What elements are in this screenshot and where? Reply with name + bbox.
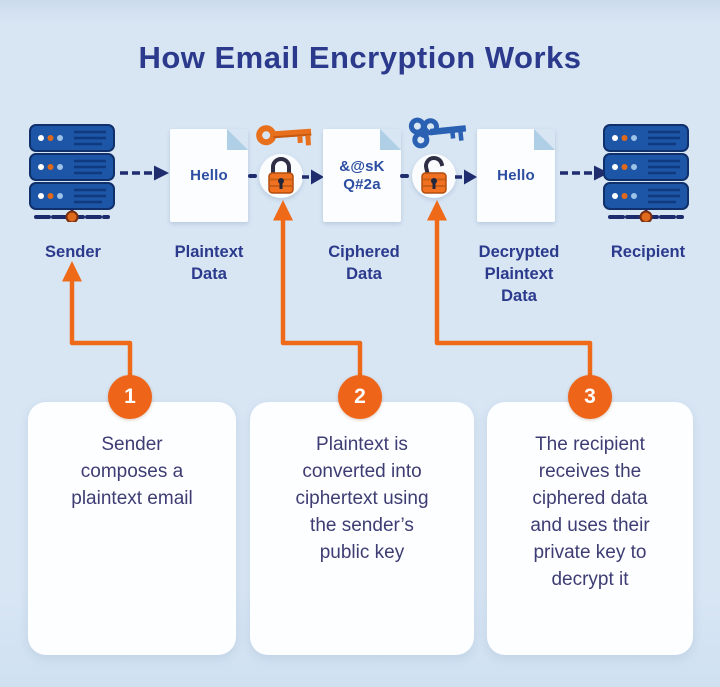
step2-number-badge: 2 [338,375,382,419]
public-key-icon [256,125,312,146]
ciphered-document: &@sK Q#2a [323,129,401,222]
step3-card: The recipient receives the ciphered data… [487,402,693,655]
flow-arrow-right-icon [302,169,324,185]
label-ciphered: Ciphered Data [328,243,400,283]
private-key-icon [408,117,467,149]
ciphered-document-text: &@sK Q#2a [339,157,385,193]
flow-arrow-right-icon [560,165,609,181]
flow-dash-icon [400,174,409,178]
page-title: How Email Encryption Works [138,40,582,75]
label-sender: Sender [45,243,101,261]
plaintext-document-text: Hello [190,166,228,184]
step1-arrow [69,281,133,377]
step1-number: 1 [124,385,136,408]
step2-card: Plaintext is converted into ciphertext u… [250,402,474,655]
step1-number-badge: 1 [108,375,152,419]
step2-text: Plaintext is converted into ciphertext u… [295,434,429,563]
decrypted-document: Hello [477,129,555,222]
step3-text: The recipient receives the ciphered data… [530,434,650,590]
step1-text: Sender composes a plaintext email [71,434,193,509]
flow-arrow-right-icon [120,165,169,181]
decrypted-document-text: Hello [497,166,535,184]
step1-card: Sender composes a plaintext email [28,402,236,655]
sender-server-icon [29,124,115,222]
label-plaintext: Plaintext Data [174,243,244,283]
step1-arrowhead-icon [62,261,82,282]
plaintext-document: Hello [170,129,248,222]
flow-arrow-right-icon [455,169,477,185]
flow-dash-icon [248,174,257,178]
recipient-server-icon [603,124,689,222]
step2-arrowhead-icon [273,200,293,221]
step2-number: 2 [354,385,366,408]
label-decrypted: Decrypted Plaintext Data [478,243,560,305]
step3-number: 3 [584,385,596,408]
label-recipient: Recipient [610,243,686,261]
step3-number-badge: 3 [568,375,612,419]
step3-arrowhead-icon [427,200,447,221]
encrypt-padlock-locked-icon [259,154,303,198]
decrypt-padlock-open-icon [412,154,456,198]
